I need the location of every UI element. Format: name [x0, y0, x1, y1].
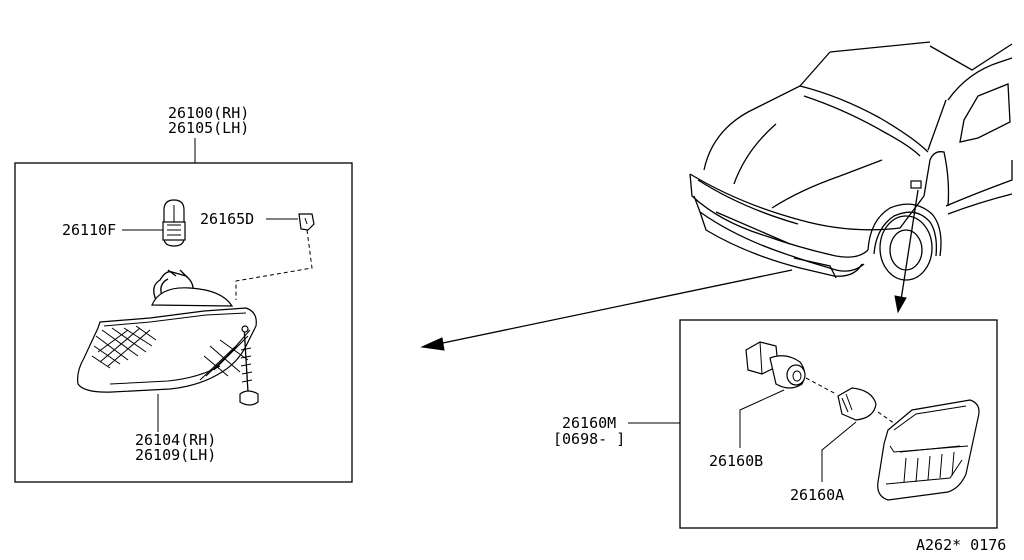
socket-dashed-guide [805, 377, 837, 395]
clip-icon [298, 213, 315, 231]
front-lamp-panel [14, 162, 353, 483]
clip-label: 26165D [200, 210, 254, 228]
side-marker-panel [679, 319, 998, 529]
wedge-bulb-icon [162, 199, 186, 247]
side-marker-locator-arrow [894, 189, 919, 314]
bulb-a-label: 26160A [790, 486, 844, 504]
car-front-icon [689, 41, 1013, 281]
assembly-rh-label: 26100(RH) [168, 104, 249, 122]
socket-label: 26160B [709, 452, 763, 470]
figure-code: A262* 0176 [916, 536, 1006, 554]
side-assembly-label: 26160M [562, 414, 616, 432]
lens-rh-label: 26104(RH) [135, 431, 216, 449]
assembly-lh-label: 26105(LH) [168, 119, 249, 137]
side-marker-lens-icon [877, 399, 980, 501]
socket-leader [739, 389, 785, 448]
lens-lh-label: 26109(LH) [135, 446, 216, 464]
bulb-label: 26110F [62, 221, 116, 239]
front-lamp-locator-arrow [420, 269, 793, 351]
clip-dashed-guide [235, 229, 313, 300]
bulb-socket-icon [745, 341, 806, 389]
side-assembly-date-label: [0698- ] [553, 430, 625, 448]
side-marker-bulb-icon [837, 387, 877, 421]
front-combination-lamp-icon [77, 269, 259, 406]
bulb-a-leader [821, 421, 857, 482]
